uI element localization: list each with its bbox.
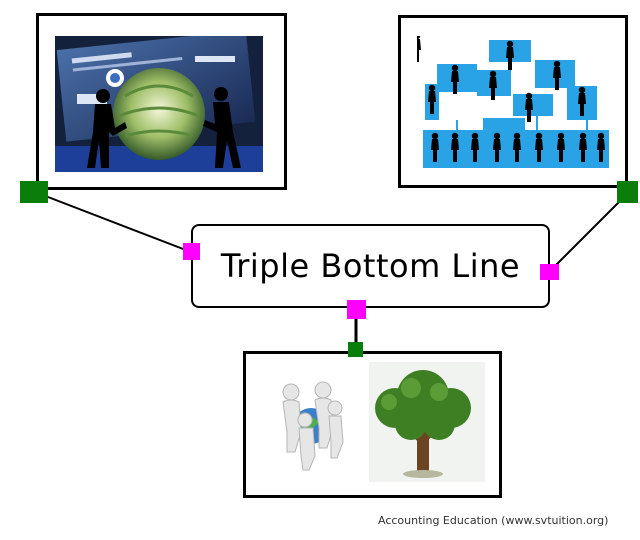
social-picture-frame — [398, 15, 628, 188]
credit-text: Accounting Education (www.svtuition.org) — [378, 514, 609, 527]
triple-bottom-line-node[interactable]: Triple Bottom Line — [191, 224, 550, 308]
environment-picture-frame — [243, 351, 502, 498]
connector-social — [548, 192, 629, 273]
economic-frame-handle[interactable] — [20, 181, 48, 203]
connector-economic — [34, 191, 192, 253]
center-left-handle[interactable] — [183, 243, 200, 260]
money-globe-image — [55, 36, 263, 172]
environment-frame-handle[interactable] — [348, 342, 363, 357]
people-and-tree-image — [261, 362, 485, 482]
center-right-handle[interactable] — [540, 264, 559, 280]
social-frame-handle[interactable] — [617, 181, 638, 203]
org-chart-image — [417, 36, 613, 171]
center-bottom-handle[interactable] — [347, 300, 366, 319]
economic-picture-frame — [36, 13, 287, 190]
center-title: Triple Bottom Line — [220, 247, 521, 285]
